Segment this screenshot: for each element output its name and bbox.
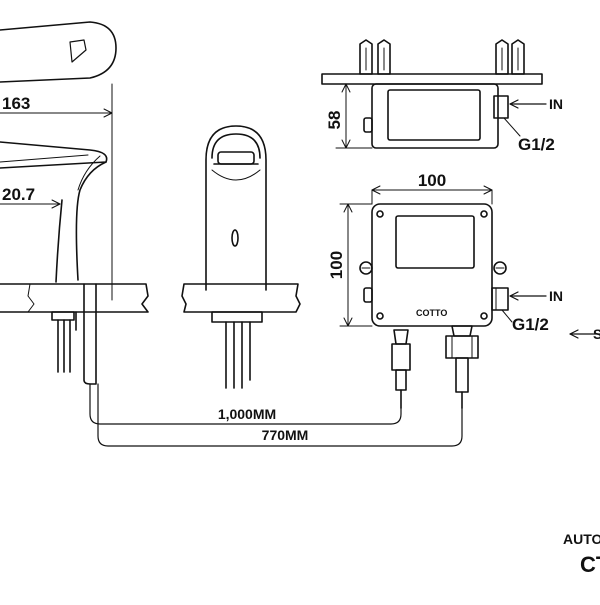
brand-logo: COTTO xyxy=(416,308,447,318)
title-line-2: CT xyxy=(580,552,600,577)
control-box-front-view xyxy=(359,203,509,327)
label-g12-top: G1/2 xyxy=(518,135,555,154)
faucet-front-view xyxy=(181,125,301,389)
label-770mm: 770MM xyxy=(262,427,309,443)
dimension-20-7 xyxy=(0,199,61,209)
cable-lines xyxy=(89,383,463,447)
label-58: 58 xyxy=(325,111,344,130)
faucet-side-view xyxy=(0,141,149,385)
label-100-height: 100 xyxy=(327,251,346,279)
label-100-width: 100 xyxy=(418,171,446,190)
inlet-arrow-top xyxy=(509,99,547,109)
title-line-1: AUTO xyxy=(563,531,600,547)
label-20-7: 20.7 xyxy=(2,185,35,204)
dimension-58 xyxy=(335,83,373,149)
outlet-arrow xyxy=(569,329,600,339)
hose-connector xyxy=(445,325,479,409)
leader-g12-top xyxy=(503,117,521,137)
label-1000mm: 1,000MM xyxy=(218,406,276,422)
dimension-100-height xyxy=(339,203,373,327)
label-g12-bottom: G1/2 xyxy=(512,315,549,334)
leader-g12-bottom xyxy=(501,309,513,323)
label-in-bottom: IN xyxy=(549,288,563,304)
label-outlet: S xyxy=(593,326,600,342)
dimension-100-width xyxy=(371,185,493,205)
faucet-top-view xyxy=(0,21,117,83)
inlet-arrow-bottom xyxy=(509,291,547,301)
label-in-top: IN xyxy=(549,96,563,112)
control-box-side-view xyxy=(321,39,543,149)
sensor-connector xyxy=(391,329,411,409)
dimension-163 xyxy=(0,83,113,301)
label-163: 163 xyxy=(2,94,30,113)
